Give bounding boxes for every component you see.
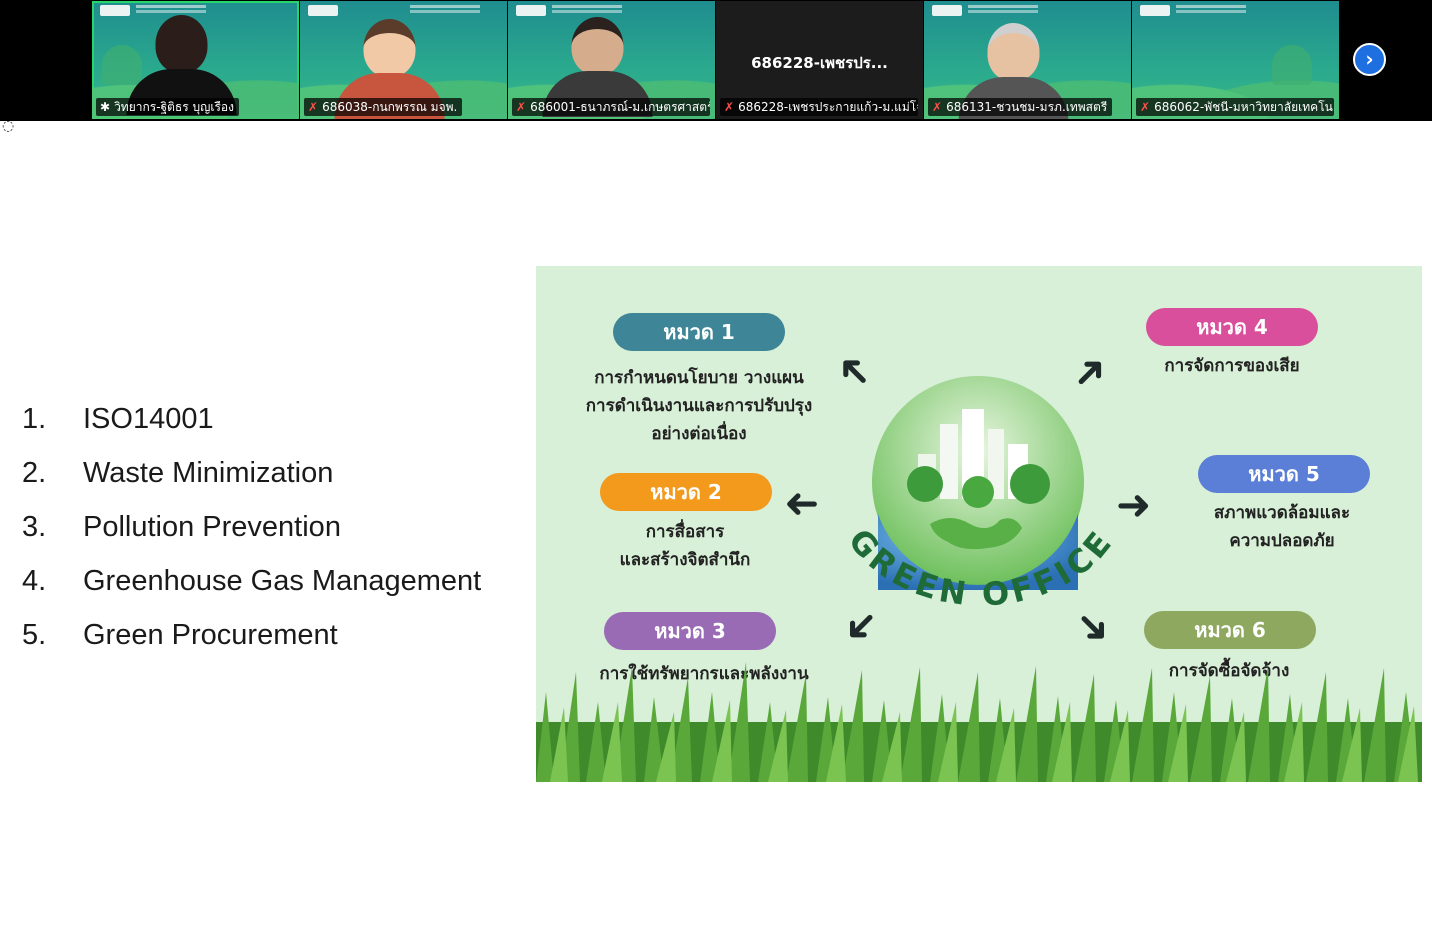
participant-name: 686038-กนกพรรณ มจพ.	[322, 100, 458, 114]
category-3-description: การใช้ทรัพยากรและพลังงาน	[599, 664, 809, 684]
category-1-description: การกำหนดนโยบาย วางแผน การดำเนินงานและการ…	[585, 368, 813, 444]
list-item: 5. Green Procurement	[22, 618, 338, 651]
next-page-button[interactable]: ›	[1353, 43, 1386, 76]
participant-name-tag: ✗ 686131-ชวนชม-มรภ.เทพสตรี	[928, 98, 1113, 116]
participant-tile[interactable]: ✱ วิทยากร-ฐิติธร บุญเรือง	[92, 1, 299, 119]
list-item: 3. Pollution Prevention	[22, 510, 341, 543]
participant-name: 686062-พัชนี-มหาวิทยาลัยเทคโน...	[1154, 100, 1334, 114]
participant-tile[interactable]: ✗ 686038-กนกพรรณ มจพ.	[300, 1, 507, 119]
standards-list: 1. ISO14001 2. Waste Minimization 3. Pol…	[22, 392, 481, 662]
participant-tile[interactable]: ✗ 686131-ชวนชม-มรภ.เทพสตรี	[924, 1, 1131, 119]
chevron-right-icon: ›	[1365, 47, 1374, 71]
category-3-badge: หมวด 3	[604, 612, 776, 650]
category-4-badge: หมวด 4	[1146, 308, 1318, 346]
participant-name-tag: ✗ 686001-ธนาภรณ์-ม.เกษตรศาสตร์	[512, 98, 710, 116]
participant-strip: ✱ วิทยากร-ฐิติธร บุญเรือง ✗ 686038-กนกพร…	[0, 0, 1432, 121]
mic-muted-icon: ✗	[724, 100, 735, 114]
green-office-poster: GREEN OFFICE ➜ ➜ ➜ ➜ ➜ ➜ หมวด 1 การกำหนด…	[536, 266, 1422, 782]
participant-name-tag: ✗ 686228-เพชรประกายแก้ว-ม.แม่โจ้	[720, 98, 918, 116]
category-5-badge: หมวด 5	[1198, 455, 1370, 493]
mic-muted-icon: ✗	[308, 100, 319, 114]
participant-name: 686001-ธนาภรณ์-ม.เกษตรศาสตร์	[530, 100, 710, 114]
participant-name: วิทยากร-ฐิติธร บุญเรือง	[114, 100, 234, 114]
event-logo	[100, 5, 130, 16]
arrow-icon: ➜	[1116, 480, 1152, 529]
green-office-title: GREEN OFFICE	[841, 521, 1121, 613]
participant-name: 686228-เพชรประกายแก้ว-ม.แม่โจ้	[738, 100, 918, 114]
participant-tile[interactable]: 686228-เพชรปร... ✗ 686228-เพชรประกายแก้ว…	[716, 1, 923, 119]
mouse-cursor-icon: ◌	[2, 118, 15, 134]
event-banner	[136, 5, 206, 8]
category-6-badge: หมวด 6	[1144, 611, 1316, 649]
category-4-description: การจัดการของเสีย	[1164, 356, 1300, 376]
pin-icon: ✱	[100, 100, 111, 114]
list-item: 4. Greenhouse Gas Management	[22, 564, 482, 597]
category-2-badge: หมวด 2	[600, 473, 772, 511]
mic-muted-icon: ✗	[1140, 100, 1151, 114]
arrow-icon: ➜	[784, 481, 820, 530]
category-2-description: การสื่อสาร และสร้างจิตสำนึก	[619, 522, 751, 570]
participant-name: 686131-ชวนชม-มรภ.เทพสตรี	[946, 100, 1108, 114]
participant-name-tag: ✗ 686062-พัชนี-มหาวิทยาลัยเทคโน...	[1136, 98, 1334, 116]
participant-tile[interactable]: ✗ 686001-ธนาภรณ์-ม.เกษตรศาสตร์	[508, 1, 715, 119]
category-5-description: สภาพแวดล้อมและ ความปลอดภัย	[1213, 503, 1351, 551]
category-6-description: การจัดซื้อจัดจ้าง	[1168, 661, 1290, 681]
mic-muted-icon: ✗	[932, 100, 943, 114]
participant-name-tag: ✗ 686038-กนกพรรณ มจพ.	[304, 98, 463, 116]
participant-tile[interactable]: ✗ 686062-พัชนี-มหาวิทยาลัยเทคโน...	[1132, 1, 1339, 119]
participant-name-tag: ✱ วิทยากร-ฐิติธร บุญเรือง	[96, 98, 239, 116]
category-1-badge: หมวด 1	[613, 313, 785, 351]
list-item: 2. Waste Minimization	[22, 456, 334, 489]
grass-illustration	[536, 662, 1422, 782]
green-city-globe-illustration	[872, 376, 1084, 590]
list-item: 1. ISO14001	[22, 402, 214, 435]
mic-muted-icon: ✗	[516, 100, 527, 114]
participant-display-name: 686228-เพชรปร...	[751, 54, 888, 72]
svg-text:GREEN OFFICE: GREEN OFFICE	[841, 521, 1121, 613]
